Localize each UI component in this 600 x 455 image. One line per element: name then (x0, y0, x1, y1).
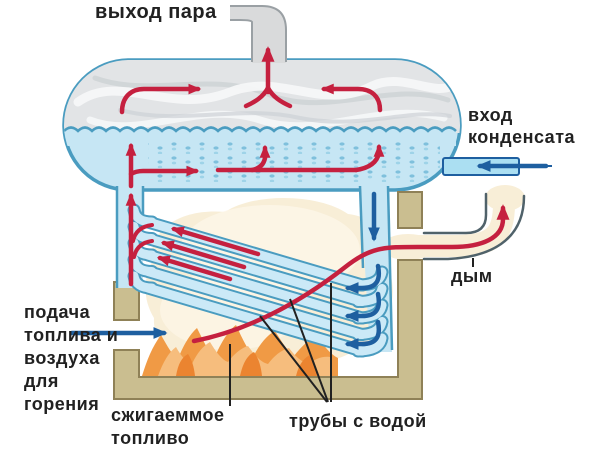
condensate-inlet-pipe (442, 157, 552, 176)
smoke-duct (422, 192, 526, 261)
label-steam-outlet-text: выход пара (95, 1, 217, 23)
smoke-flow-arrow (191, 204, 510, 344)
label-condensate-inlet: вход конденсата (468, 105, 576, 147)
label-steam-outlet: выход пара (95, 1, 217, 24)
steam-outlet-pipe (230, 5, 287, 63)
label-smoke: дым (451, 266, 493, 286)
leader-lines (229, 258, 474, 406)
tube-flow-arrows (156, 226, 261, 282)
label-water-tubes: трубы с водой (289, 411, 427, 431)
right-wall-upper (397, 191, 423, 229)
water-circulation-arrows (125, 142, 385, 287)
steam-flow-arrows (119, 46, 383, 115)
label-fuel-air-supply: подача топлива и воздуха для горения (24, 302, 119, 414)
furnace-floor-and-right-wall (113, 259, 423, 400)
label-burning-fuel: сжигаеммое топливо (111, 405, 225, 448)
flames (142, 325, 338, 376)
boiling-bubbles (148, 140, 440, 184)
downcomer-flow-arrows (344, 191, 381, 350)
